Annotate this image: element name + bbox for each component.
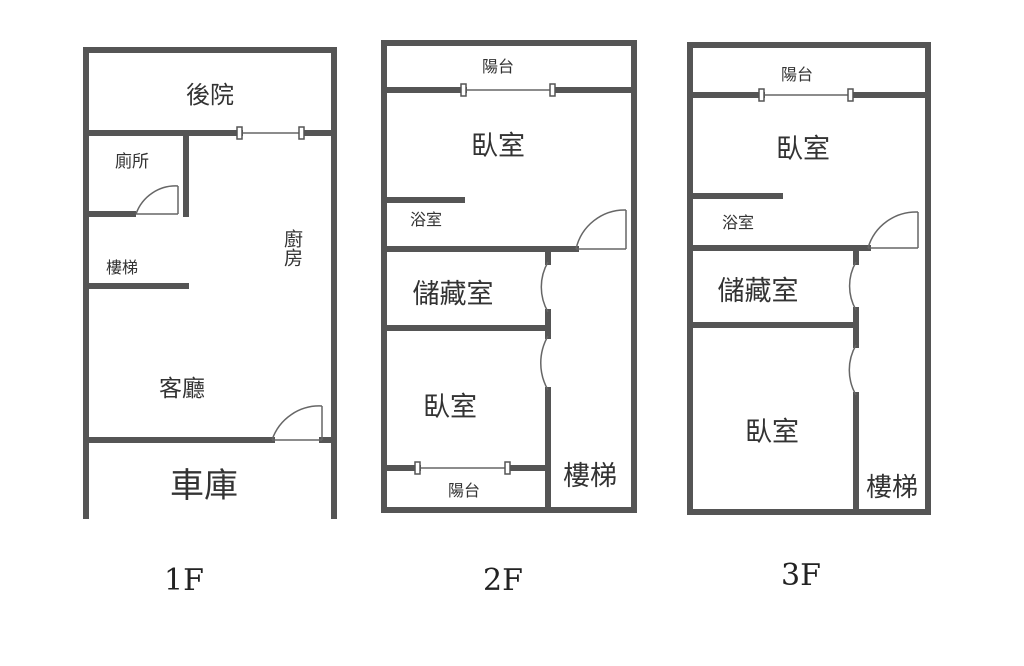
3f-storage-label: 儲藏室 bbox=[718, 276, 799, 307]
3f-bedroom-door bbox=[848, 344, 857, 396]
2f-bathroom-label: 浴室 bbox=[410, 210, 442, 229]
3f-balcony-top-label: 陽台 bbox=[781, 65, 813, 84]
3f-storage-walls bbox=[687, 245, 859, 515]
3f-bedroom-bottom-label: 臥室 bbox=[745, 417, 799, 448]
2f-balcony-top-label: 陽台 bbox=[482, 57, 514, 76]
3f-bedroom-top-label: 臥室 bbox=[776, 134, 830, 165]
3f-stairs-label: 樓梯 bbox=[866, 473, 918, 503]
floor-plan-1f: 後院 廁所 廚房 樓梯 客廳 車庫 bbox=[83, 47, 337, 519]
1f-backyard-label: 後院 bbox=[186, 81, 234, 109]
floor-label-1f: 1F bbox=[164, 563, 204, 598]
2f-storage-door bbox=[540, 261, 549, 313]
floor-label-2f: 2F bbox=[483, 563, 523, 598]
2f-storage-label: 儲藏室 bbox=[413, 279, 494, 310]
3f-bathroom-label: 浴室 bbox=[722, 213, 754, 232]
2f-balcony-bottom-label: 陽台 bbox=[448, 481, 480, 500]
3f-storage-door bbox=[848, 261, 857, 311]
floor-plan-3f: 陽台 臥室 浴室 儲藏室 臥室 樓梯 bbox=[687, 42, 931, 515]
2f-bedroom-top-label: 臥室 bbox=[471, 131, 525, 162]
1f-entry-door bbox=[271, 405, 323, 441]
2f-bath-door bbox=[575, 209, 627, 250]
1f-kitchen-label: 廚房 bbox=[281, 228, 303, 267]
3f-outer-walls bbox=[687, 42, 931, 515]
1f-toilet-label: 廁所 bbox=[115, 151, 149, 172]
floor-label-3f: 3F bbox=[781, 558, 821, 593]
floor-plan-2f: 陽台 臥室 浴室 儲藏室 臥室 陽台 樓梯 bbox=[381, 40, 637, 513]
1f-toilet-door bbox=[135, 185, 179, 215]
1f-living-room-label: 客廳 bbox=[159, 376, 205, 402]
1f-stairs-label: 樓梯 bbox=[106, 258, 138, 277]
2f-bedroom-door bbox=[540, 335, 549, 391]
2f-outer-walls bbox=[381, 40, 637, 513]
1f-garage-label: 車庫 bbox=[170, 466, 238, 506]
2f-storage-walls bbox=[381, 246, 551, 513]
2f-bedroom-bottom-label: 臥室 bbox=[423, 392, 477, 423]
2f-stairs-label: 樓梯 bbox=[563, 461, 617, 492]
3f-bath-door bbox=[867, 211, 919, 249]
1f-toilet-walls bbox=[83, 130, 189, 217]
